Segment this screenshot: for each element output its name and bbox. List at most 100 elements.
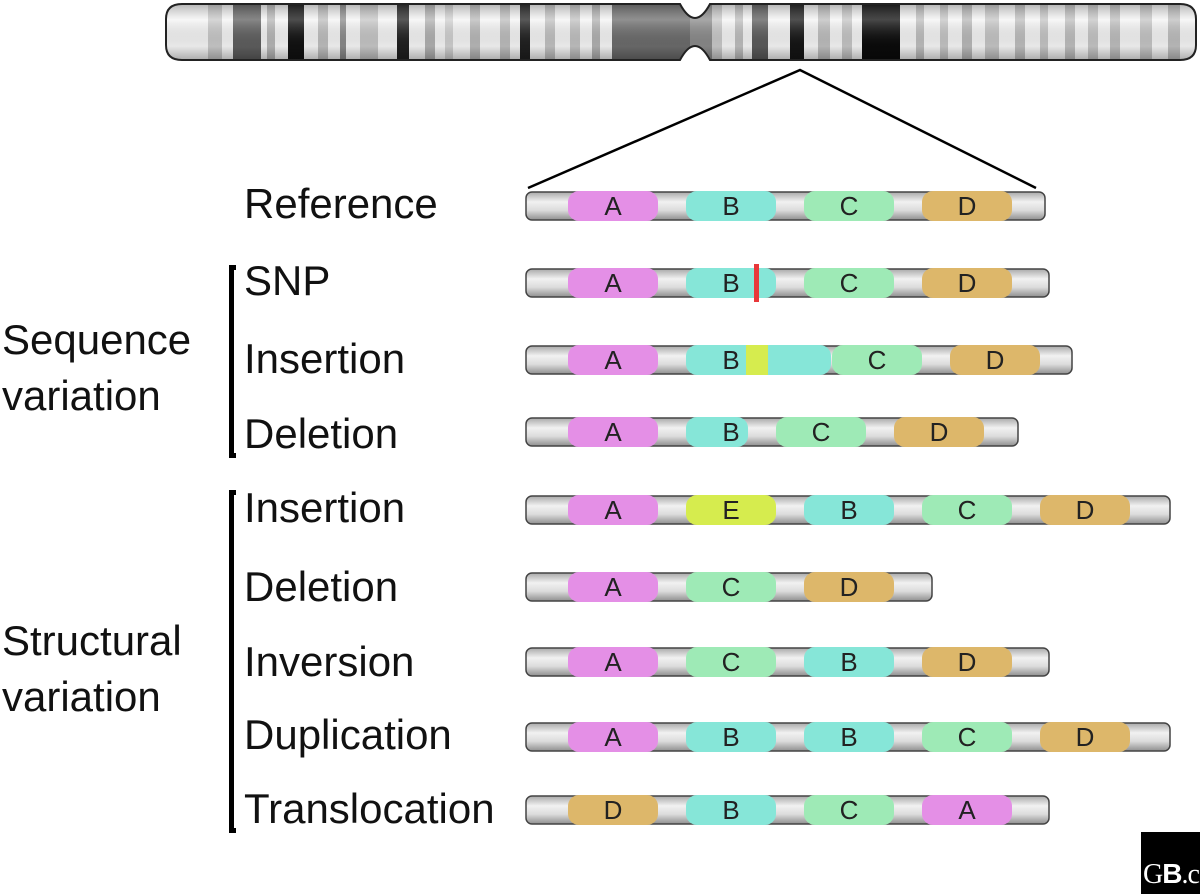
segment-label: A	[604, 191, 622, 221]
segment-block	[568, 417, 658, 447]
structural-label-line1: Structural	[2, 617, 182, 664]
segment-label: D	[958, 647, 977, 677]
label-seq-insertion: Insertion	[244, 335, 406, 382]
segment-a: A	[568, 191, 658, 221]
segment-b: B	[804, 722, 894, 752]
segment-c: C	[922, 722, 1012, 752]
segment-label: A	[604, 722, 622, 752]
segment-block	[804, 722, 894, 752]
row-seq_deletion: A B C D	[525, 417, 1019, 447]
segment-label: D	[986, 345, 1005, 375]
segment-label: C	[958, 495, 977, 525]
inserted-sequence	[746, 345, 768, 375]
segment-label: A	[958, 795, 976, 825]
segment-label: C	[958, 722, 977, 752]
row-reference: A B C D	[525, 191, 1046, 221]
segment-c: C	[804, 191, 894, 221]
segment-b: B	[804, 495, 894, 525]
segment-label: D	[604, 795, 623, 825]
segment-label: C	[812, 417, 831, 447]
segment-label: C	[840, 268, 859, 298]
segment-block	[568, 345, 658, 375]
segment-label: C	[722, 572, 741, 602]
segment-c: C	[832, 345, 922, 375]
segment-block	[804, 647, 894, 677]
segment-label: D	[930, 417, 949, 447]
segment-d: D	[568, 795, 658, 825]
segment-block	[776, 417, 866, 447]
segment-a: A	[568, 268, 658, 298]
segment-label: B	[722, 191, 739, 221]
label-str-deletion: Deletion	[244, 563, 399, 610]
segment-d: D	[922, 268, 1012, 298]
segment-block	[804, 572, 894, 602]
segment-block	[922, 647, 1012, 677]
segment-label: B	[840, 722, 857, 752]
segment-label: C	[840, 795, 859, 825]
segment-b: B	[686, 795, 776, 825]
segment-label: A	[604, 268, 622, 298]
segment-block	[686, 722, 776, 752]
label-str-insertion: Insertion	[244, 484, 406, 531]
segment-d: D	[804, 572, 894, 602]
sequence-label-line1: Sequence	[2, 316, 192, 363]
segment-block	[568, 495, 658, 525]
segment-label: C	[868, 345, 887, 375]
zoom-lines	[527, 68, 1037, 190]
segment-a: A	[568, 345, 658, 375]
structural-variation-bracket	[229, 490, 236, 833]
segment-block	[804, 191, 894, 221]
label-seq-deletion: Deletion	[244, 410, 399, 457]
segment-block	[568, 647, 658, 677]
sequence-variation-label: Sequence variation	[2, 312, 191, 424]
segment-label: D	[840, 572, 859, 602]
segment-b: B	[686, 191, 776, 221]
segment-label: E	[722, 495, 739, 525]
segment-b: B	[686, 264, 776, 302]
segment-block	[922, 495, 1012, 525]
segment-d: D	[922, 647, 1012, 677]
segment-b: B	[804, 647, 894, 677]
segment-block	[950, 345, 1040, 375]
segment-label: D	[1076, 722, 1095, 752]
segment-label: A	[604, 495, 622, 525]
segment-c: C	[922, 495, 1012, 525]
segment-label: A	[604, 345, 622, 375]
segment-label: B	[722, 722, 739, 752]
segment-block	[686, 495, 776, 525]
segment-block	[686, 647, 776, 677]
segment-block	[568, 722, 658, 752]
segment-block	[686, 268, 776, 298]
segment-block	[686, 417, 748, 447]
segment-label: D	[1076, 495, 1095, 525]
segment-block	[804, 795, 894, 825]
segment-b: B	[686, 722, 776, 752]
segment-block	[568, 191, 658, 221]
segment-c: C	[804, 795, 894, 825]
segment-block	[686, 572, 776, 602]
segment-label: B	[722, 417, 739, 447]
segment-a: A	[568, 572, 658, 602]
segment-label: A	[604, 417, 622, 447]
label-inversion: Inversion	[244, 638, 415, 685]
segment-label: B	[840, 647, 857, 677]
label-translocation: Translocation	[244, 785, 495, 832]
sequence-label-line2: variation	[2, 372, 161, 419]
segment-block	[804, 495, 894, 525]
chromosome-bands	[166, 4, 1196, 60]
segment-block	[922, 795, 1012, 825]
structural-variation-label: Structural variation	[2, 613, 182, 725]
segment-label: B	[722, 795, 739, 825]
segment-label: A	[604, 572, 622, 602]
segment-d: D	[1040, 495, 1130, 525]
segment-label: D	[958, 191, 977, 221]
segment-a: A	[568, 647, 658, 677]
segment-label: A	[604, 647, 622, 677]
segment-block	[894, 417, 984, 447]
